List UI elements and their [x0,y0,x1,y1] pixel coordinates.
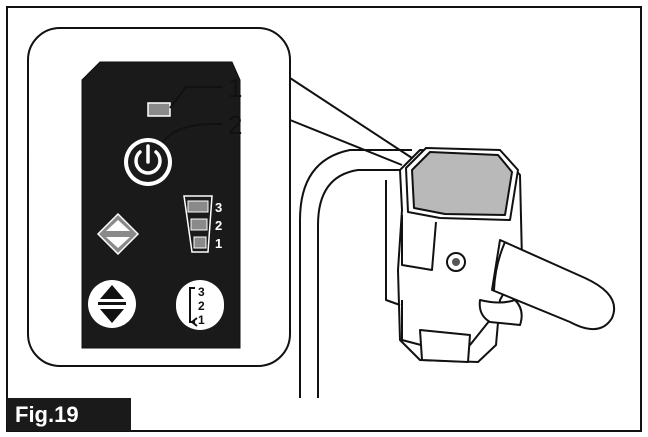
control-unit-display [411,151,513,216]
cycle-label-1: 1 [198,313,205,327]
control-unit-side-panel [401,215,437,271]
level-bar-3 [187,200,209,213]
control-knob-center [452,258,460,266]
up-down-indicator-icon [96,212,140,256]
cycle-label-3: 3 [198,285,205,299]
callout-2: 2 [228,110,242,140]
power-button[interactable] [124,138,172,186]
handle-bar-inner [317,169,400,398]
level-label-2: 2 [215,218,222,233]
up-down-arrow-icon [98,285,126,323]
brake-lever [478,299,523,326]
indicator-lamp-icon [147,102,171,117]
zoom-lines [289,77,413,166]
level-label-3: 3 [215,200,222,215]
level-cycle-button-bg [176,280,224,330]
handle-illustration [299,147,616,398]
grip-collar [493,241,506,291]
level-bar-1 [193,236,207,249]
control-panel [81,61,241,349]
control-unit-base [419,329,471,363]
up-down-button[interactable] [88,280,136,328]
callout-leaders [162,86,222,143]
figure-label: Fig.19 [7,398,131,431]
control-unit-side-recess [385,180,401,306]
power-icon [134,144,162,175]
level-label-1: 1 [215,236,222,251]
callout-1: 1 [228,73,242,103]
speed-level-icon [183,195,213,253]
level-bar-2 [190,218,208,231]
handle-grip [491,239,616,330]
level-cycle-button[interactable]: 3 2 1 [176,280,224,330]
cycle-label-2: 2 [198,299,205,313]
handle-bar-outer [299,149,412,398]
level-cycle-icon [189,287,198,327]
